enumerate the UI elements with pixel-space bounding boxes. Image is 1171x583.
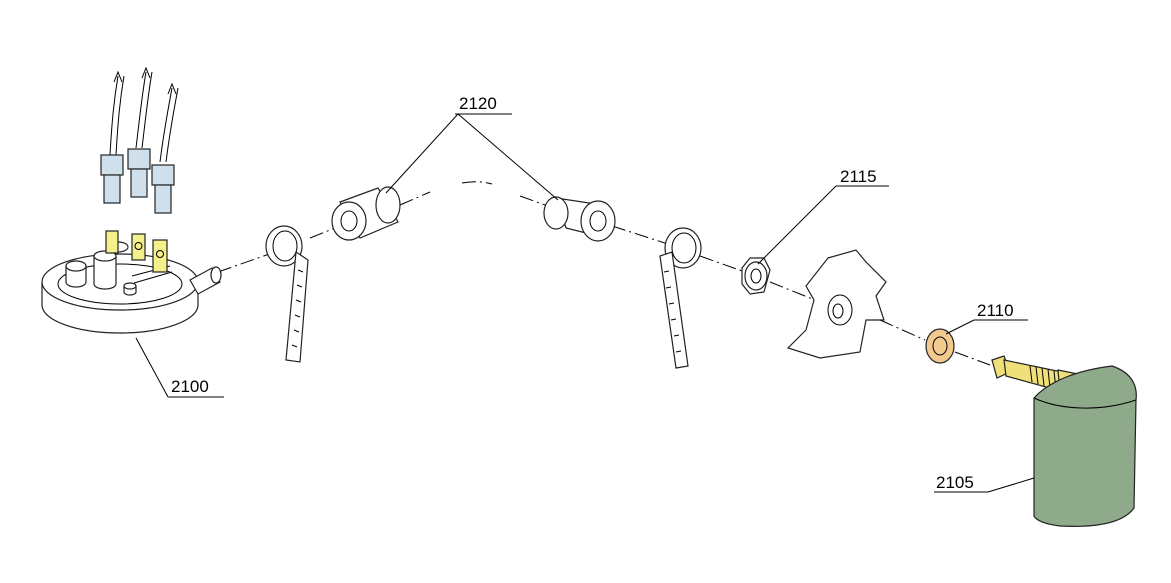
- callout-2115: 2115: [757, 167, 889, 265]
- callout-2110: 2110: [945, 301, 1028, 335]
- callout-2100: 2100: [135, 337, 224, 398]
- label-2115: 2115: [840, 167, 877, 186]
- terminal-tabs: [105, 230, 168, 273]
- wire-connector-set: [100, 66, 179, 214]
- cable-tie-right: [659, 227, 702, 369]
- label-2120: 2120: [459, 94, 497, 113]
- cable-tie-left: [265, 225, 309, 363]
- connector-3: [151, 164, 175, 186]
- assembly-axis: [217, 181, 991, 366]
- label-2105: 2105: [936, 473, 974, 492]
- connector-1: [100, 154, 124, 176]
- connector-2-sleeve: [130, 168, 148, 198]
- tube-left: [331, 186, 401, 241]
- tube-right: [543, 196, 616, 242]
- label-2110: 2110: [977, 301, 1014, 320]
- hex-nut: [741, 257, 771, 295]
- connector-1-sleeve: [103, 174, 121, 204]
- label-2100: 2100: [171, 377, 209, 396]
- connector-2: [127, 148, 151, 170]
- connector-3-sleeve: [154, 184, 172, 214]
- pressure-switch: [41, 230, 222, 334]
- mounting-bracket: [786, 249, 887, 359]
- control-knob: [1033, 365, 1137, 527]
- callout-2105: 2105: [934, 473, 1035, 493]
- washer: [925, 328, 955, 364]
- callout-2120: 2120: [385, 94, 559, 201]
